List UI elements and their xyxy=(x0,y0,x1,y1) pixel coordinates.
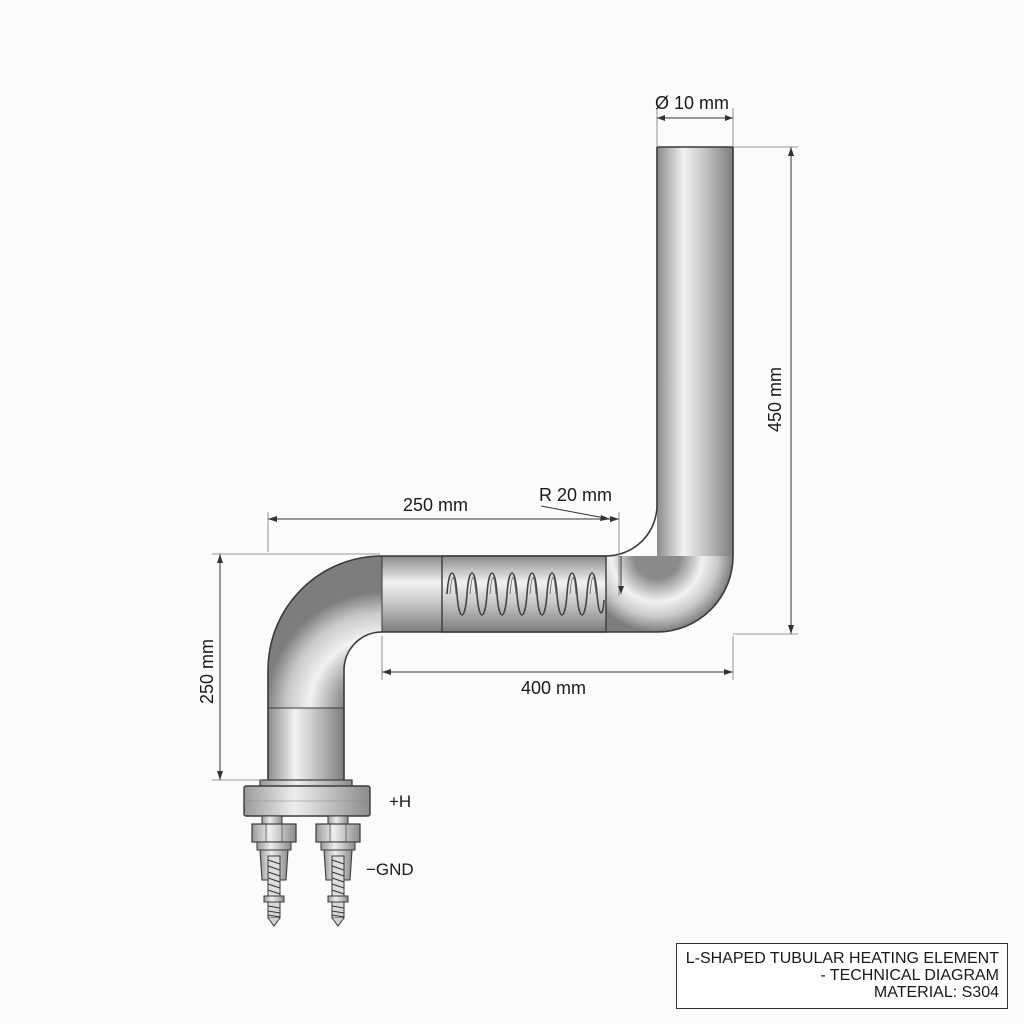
dim-height-right: 450 mm xyxy=(733,146,798,635)
terminal-positive-label: +H xyxy=(389,792,411,811)
dim-height-right-label: 450 mm xyxy=(765,367,785,432)
terminal-right xyxy=(315,815,361,927)
dim-diameter-label: Ø 10 mm xyxy=(655,93,729,113)
terminal-left-nut xyxy=(251,823,297,843)
dim-top-horizontal-label: 250 mm xyxy=(403,495,468,515)
tube xyxy=(267,146,734,784)
dim-radius-label: R 20 mm xyxy=(539,485,612,505)
title-line-3: MATERIAL: S304 xyxy=(873,984,999,1001)
tube-left-vertical xyxy=(268,708,344,784)
dim-radius: R 20 mm xyxy=(539,485,624,594)
terminal-ground-label: −GND xyxy=(366,860,414,879)
dim-left-vertical-label: 250 mm xyxy=(197,639,217,704)
terminal-assembly: +H −GND xyxy=(243,779,414,927)
dimensions: Ø 10 mm 450 mm 250 mm R 20 mm xyxy=(197,93,798,781)
dim-bottom-horizontal: 400 mm xyxy=(381,636,734,698)
dim-diameter: Ø 10 mm xyxy=(655,93,734,147)
title-block: L-SHAPED TUBULAR HEATING ELEMENT - TECHN… xyxy=(676,943,1008,1009)
terminal-left xyxy=(251,815,297,927)
tube-right-vertical xyxy=(657,147,733,556)
tube-bend-bottom-left xyxy=(268,556,382,708)
title-line-1: L-SHAPED TUBULAR HEATING ELEMENT xyxy=(685,950,999,967)
title-line-2: - TECHNICAL DIAGRAM xyxy=(820,967,999,984)
dim-bottom-horizontal-label: 400 mm xyxy=(521,678,586,698)
heating-coil xyxy=(446,572,605,616)
coil-segment xyxy=(441,555,607,633)
dim-top-horizontal: 250 mm xyxy=(267,495,620,596)
terminal-right-nut xyxy=(315,823,361,843)
dim-left-vertical: 250 mm xyxy=(197,553,380,781)
